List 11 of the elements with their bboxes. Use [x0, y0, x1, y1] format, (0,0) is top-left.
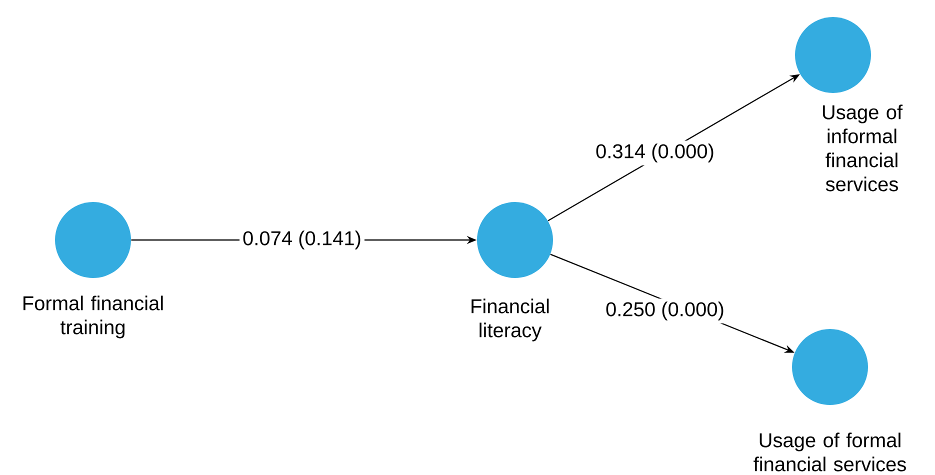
node-label: Usage of informal financial services: [822, 104, 903, 192]
node-label: Usage of formal financial services: [754, 432, 906, 472]
edge-label: 0.250 (0.000): [602, 298, 728, 324]
circle-node: Formal financial training: [24, 202, 163, 338]
node-label: Formal financial training: [24, 296, 163, 338]
circle-node: Usage of formal financial services: [754, 329, 906, 472]
edge-label: 0.074 (0.141): [240, 228, 364, 252]
circle-node: Financial literacy: [472, 202, 553, 342]
circle-node: Usage of informal financial services: [795, 17, 903, 192]
node-label: Financial literacy: [472, 298, 549, 342]
edge-label: 0.314 (0.000): [592, 140, 718, 166]
